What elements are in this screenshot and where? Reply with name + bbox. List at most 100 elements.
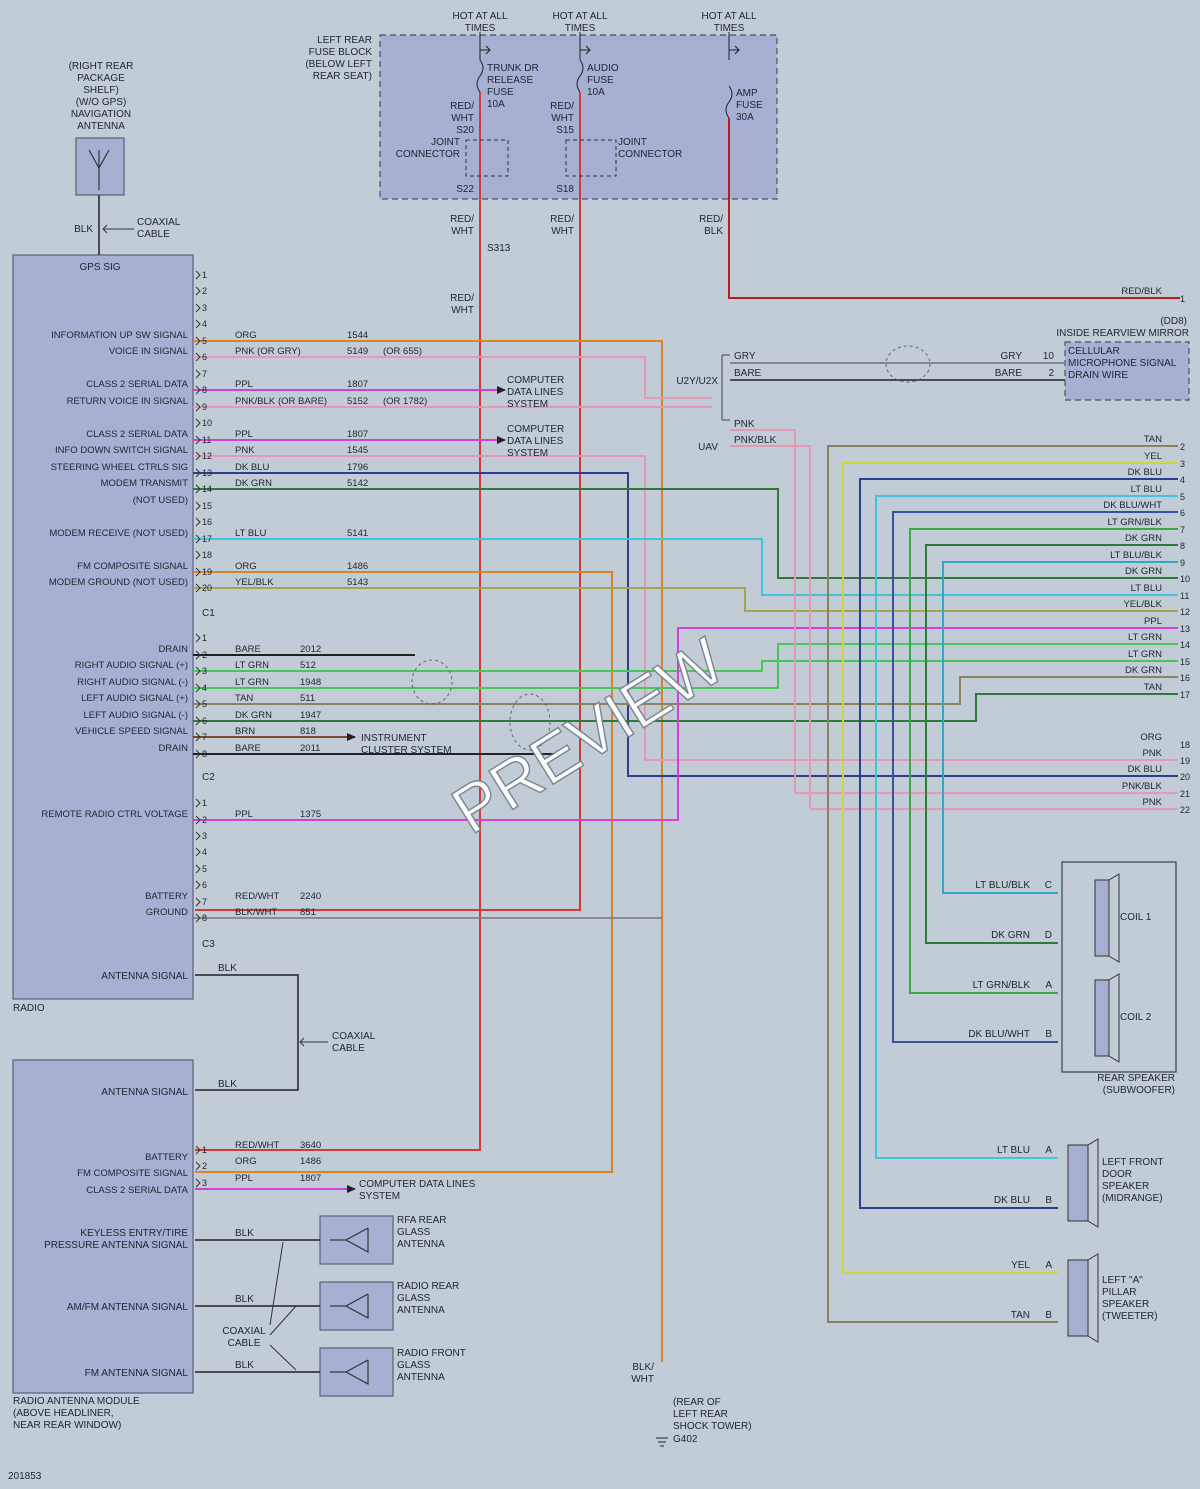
wire-5143 (193, 587, 1178, 612)
amp-wire-label: DK BLU (1128, 764, 1162, 775)
circuit-number: 5141 (347, 528, 368, 539)
pin-number: 2 (202, 650, 207, 660)
circuit-number: 1545 (347, 445, 368, 456)
circuit-number: 1375 (300, 809, 321, 820)
pin-label: LEFT AUDIO SIGNAL (+) (81, 693, 188, 704)
circuit-number: 5143 (347, 577, 368, 588)
wire-5142 (193, 488, 1178, 579)
wire-color-label: YEL/BLK (235, 577, 274, 588)
wire-color-label: LT BLU (235, 528, 266, 539)
pin-number: 13 (202, 468, 212, 478)
wire-color-label: PNK (235, 445, 255, 456)
amp-wire-label: RED/BLK (1121, 286, 1162, 297)
hot-arrow (580, 45, 591, 55)
wire-1544 (193, 340, 663, 1362)
pin-mark (195, 501, 201, 511)
pin-label: (NOT USED) (133, 495, 188, 506)
amp-wire-label: LT GRN/BLK (1107, 517, 1162, 528)
amp-wire-label: DK GRN (1125, 566, 1162, 577)
wire-label: RED/WHT (550, 214, 574, 237)
pin-mark (195, 451, 201, 461)
amp-wire-label: YEL (1144, 451, 1162, 462)
wire-label: PNK (734, 419, 755, 430)
pin-mark (195, 815, 201, 825)
wire-color-label: PPL (235, 809, 253, 820)
pin-label: MODEM GROUND (NOT USED) (49, 577, 188, 588)
wire-label: BLK (235, 1228, 254, 1239)
wire-color-label: PPL (235, 429, 253, 440)
amp-pin-number: 11 (1180, 591, 1189, 601)
radio-name: RADIO (13, 1003, 45, 1014)
glass-antenna-icon (344, 1293, 369, 1320)
wire-color-label: BLK/WHT (235, 907, 277, 918)
wire-512 (193, 660, 1178, 672)
wire-label: RED/WHT (550, 101, 574, 124)
pin-mark (195, 1178, 201, 1188)
pin-number: 2 (1048, 368, 1054, 379)
pin-number: 20 (202, 583, 212, 593)
pin-letter: B (1045, 1029, 1052, 1040)
circuit-number: 1807 (347, 429, 368, 440)
splice-label: S15 (556, 125, 574, 136)
pin-letter: D (1045, 930, 1052, 941)
circuit-number: 1807 (300, 1173, 321, 1184)
pin-mark (195, 666, 201, 676)
pin-number: 6 (202, 880, 207, 890)
circuit-note: (OR 655) (383, 346, 422, 357)
pin-label: MODEM RECEIVE (NOT USED) (49, 528, 188, 539)
amp-wire-label: DK BLU (1128, 467, 1162, 478)
circuit-number: 2011 (300, 743, 320, 754)
speaker-label: REAR SPEAKER(SUBWOOFER) (1097, 1073, 1175, 1096)
amp-pin-number: 18 (1180, 740, 1190, 750)
pin-mark (195, 583, 201, 593)
pin-number: 1 (202, 633, 207, 643)
amp-pin-number: 6 (1180, 508, 1185, 518)
pin-label: BATTERY (145, 891, 189, 902)
amp-pin-number: 13 (1180, 624, 1190, 634)
amp-pin-number: 19 (1180, 756, 1190, 766)
wire-label: BLK/WHT (631, 1362, 654, 1385)
pin-number: 11 (202, 435, 211, 445)
speaker-wire (925, 544, 1178, 944)
wire-label: GRY (734, 351, 756, 362)
wire-label: YEL (1011, 1260, 1030, 1271)
pin-number: 7 (202, 369, 207, 379)
amp-wire-label: YEL/BLK (1123, 599, 1162, 610)
wire-color-label: DK BLU (235, 462, 269, 473)
pin-mark (195, 880, 201, 890)
circuit-number: 1796 (347, 462, 368, 473)
connector-label: C3 (202, 939, 215, 950)
pin-label: DRAIN (158, 743, 188, 754)
wire-1947 (193, 693, 1178, 722)
circuit-number: 1948 (300, 677, 321, 688)
pin-mark (195, 369, 201, 379)
pin-number: 9 (202, 402, 207, 412)
component-boxes (12, 34, 1190, 1397)
amp-wire-label: DK GRN (1125, 533, 1162, 544)
pin-number: 3 (202, 831, 207, 841)
fuse-icon (725, 85, 733, 119)
pin-letter: A (1045, 980, 1052, 991)
shield-icon (509, 693, 551, 751)
pin-label: RETURN VOICE IN SIGNAL (67, 396, 188, 407)
amp-pin-number: 7 (1180, 525, 1185, 535)
circuit-number: 1486 (300, 1156, 321, 1167)
pin-mark (195, 303, 201, 313)
pin-number: 19 (202, 567, 212, 577)
option-label: U2Y/U2X (676, 376, 718, 387)
pin-mark (195, 567, 201, 577)
antenna-module-name: RADIO ANTENNA MODULE(ABOVE HEADLINER,NEA… (13, 1396, 140, 1431)
amp-pin-number: 5 (1180, 492, 1185, 502)
glass-antenna-icon (344, 1227, 369, 1254)
pin-mark (195, 468, 201, 478)
pin-label: AM/FM ANTENNA SIGNAL (67, 1302, 189, 1313)
radio-box (12, 254, 194, 1000)
